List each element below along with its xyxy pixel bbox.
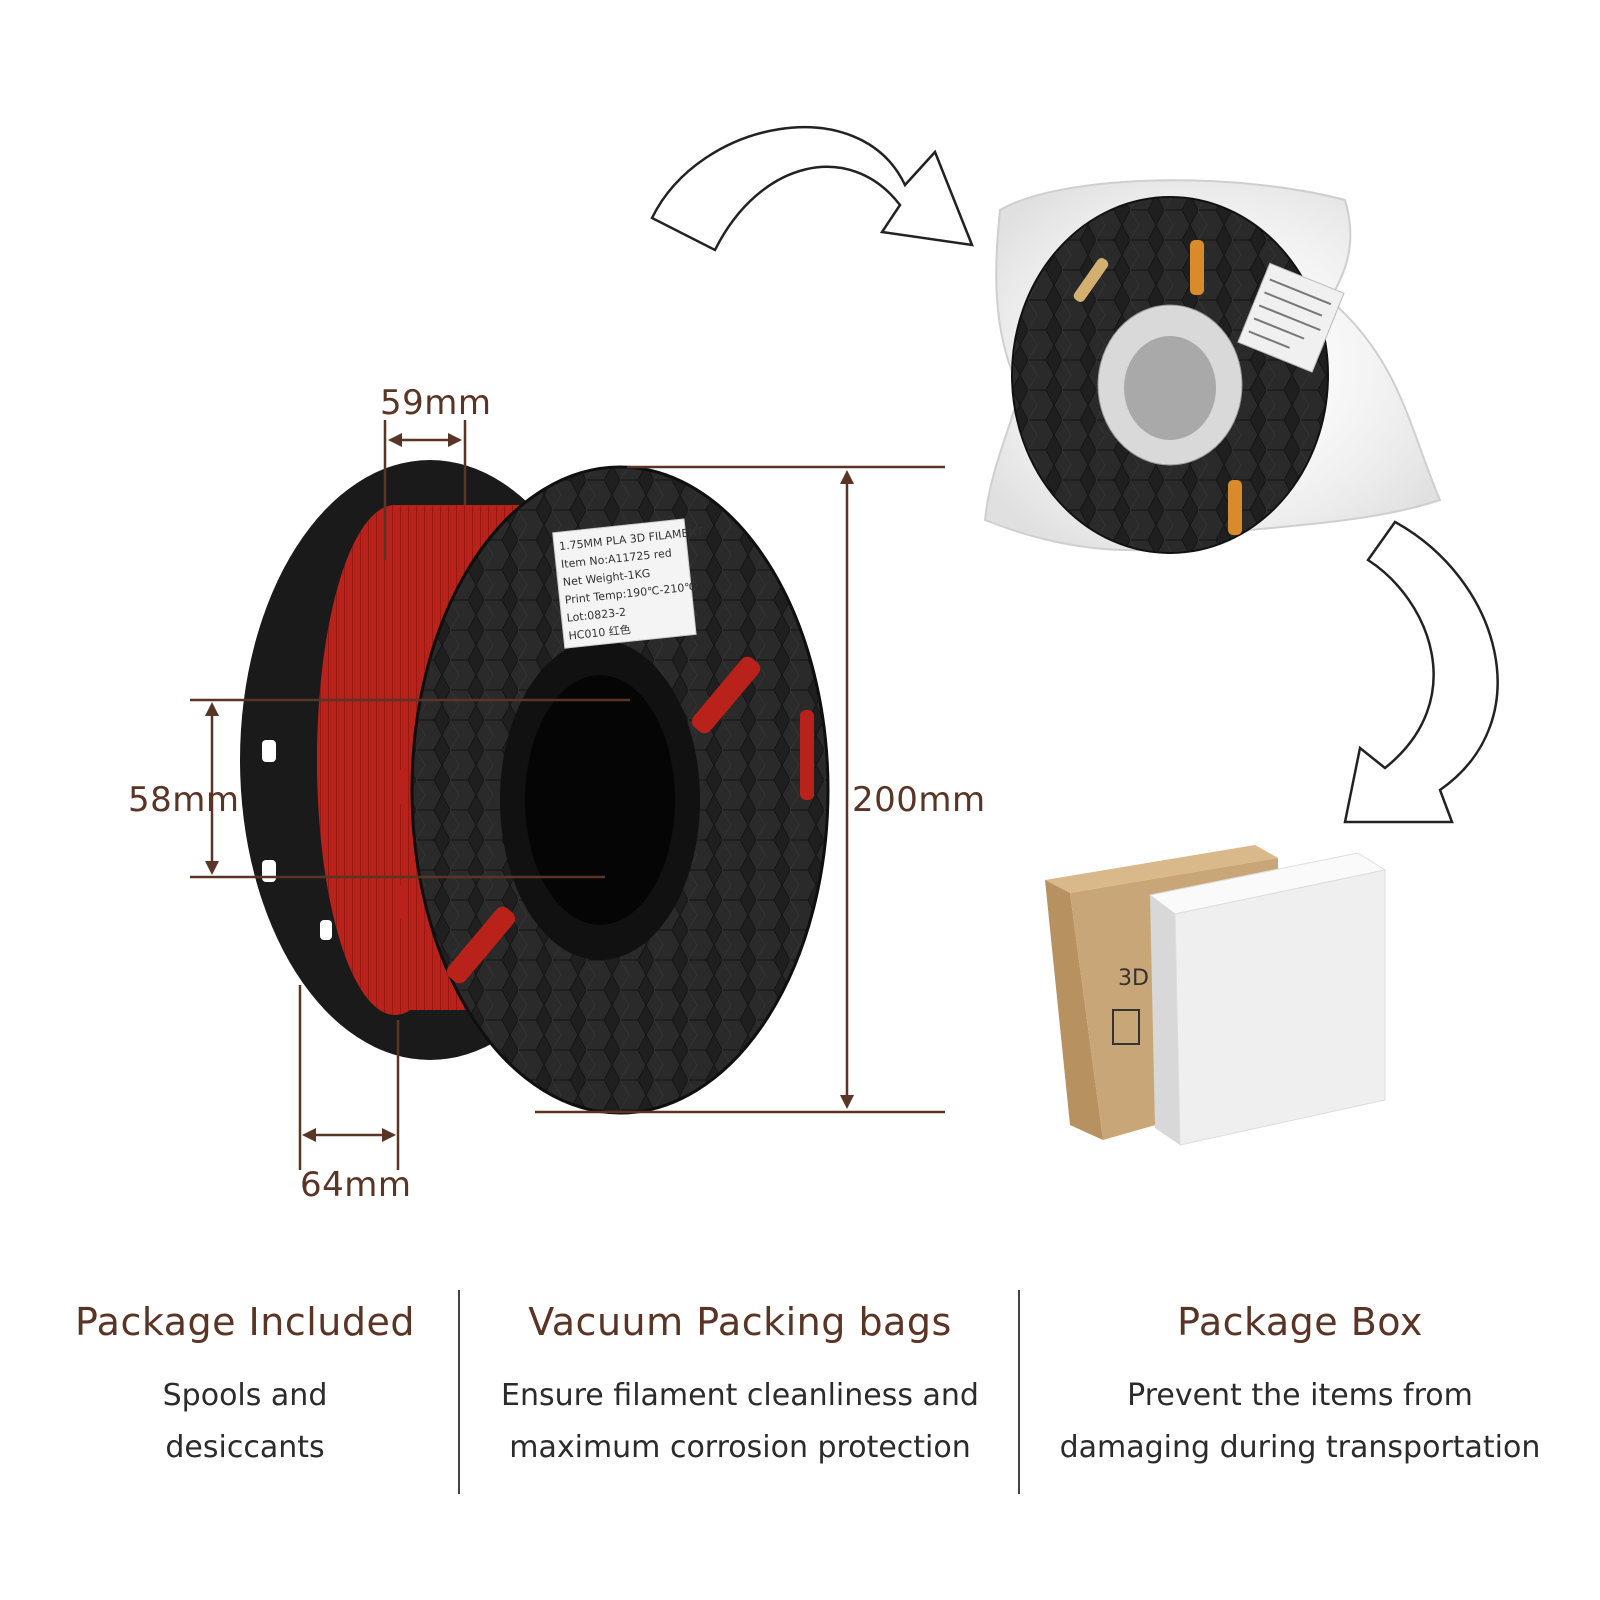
orange-filament-window <box>1228 480 1242 535</box>
curved-arrow-top <box>650 126 974 252</box>
feature-vacuum-bags: Vacuum Packing bags Ensure filament clea… <box>470 1300 1010 1474</box>
dim-label-64: 64mm <box>300 1165 412 1205</box>
flange-slot <box>320 920 332 940</box>
feature-desc-line: Spools and <box>162 1378 328 1413</box>
flange-slot <box>262 740 276 762</box>
dim-label-200: 200mm <box>852 780 986 820</box>
red-filament-spool: 1.75MM PLA 3D FILAMENT Item No:A11725 re… <box>240 460 830 1115</box>
feature-title: Package Included <box>74 1300 416 1344</box>
filament-window <box>446 906 516 984</box>
dim-label-58: 58mm <box>128 780 240 820</box>
column-divider <box>458 1290 460 1494</box>
orange-filament-window <box>1190 240 1204 295</box>
feature-desc-line: desiccants <box>165 1430 325 1465</box>
spool-label-line: HC010 红色 <box>568 622 632 642</box>
packed-spool-label <box>1237 262 1345 373</box>
this-way-up-icon <box>1112 1009 1140 1045</box>
dim-label-59: 59mm <box>380 383 492 423</box>
filament-window <box>800 710 814 800</box>
flange-slot <box>262 860 276 882</box>
dimension-lines <box>190 420 945 1170</box>
feature-package-included: Package Included Spools and desiccants <box>40 1300 450 1474</box>
curved-arrow-right <box>1343 520 1499 824</box>
spool-label-line: Lot:0823-2 <box>566 606 627 625</box>
filament-window <box>691 656 761 734</box>
feature-desc-line: damaging during transportation <box>1059 1430 1541 1465</box>
white-box-front <box>1174 869 1386 1146</box>
feature-desc-line: Prevent the items from <box>1127 1378 1473 1413</box>
feature-desc-line: maximum corrosion protection <box>509 1430 971 1465</box>
spool-label: 1.75MM PLA 3D FILAMENT Item No:A11725 re… <box>552 518 704 649</box>
column-divider <box>1018 1290 1020 1494</box>
vacuum-packed-spool <box>983 179 1442 554</box>
package-boxes: 3D p <box>1045 845 1387 1146</box>
kraft-box-top <box>1045 845 1278 893</box>
feature-desc-line: Ensure filament cleanliness and <box>501 1378 979 1413</box>
feature-title: Package Box <box>1177 1300 1423 1344</box>
feature-package-box: Package Box Prevent the items from damag… <box>1030 1300 1570 1474</box>
feature-title: Vacuum Packing bags <box>528 1300 952 1344</box>
